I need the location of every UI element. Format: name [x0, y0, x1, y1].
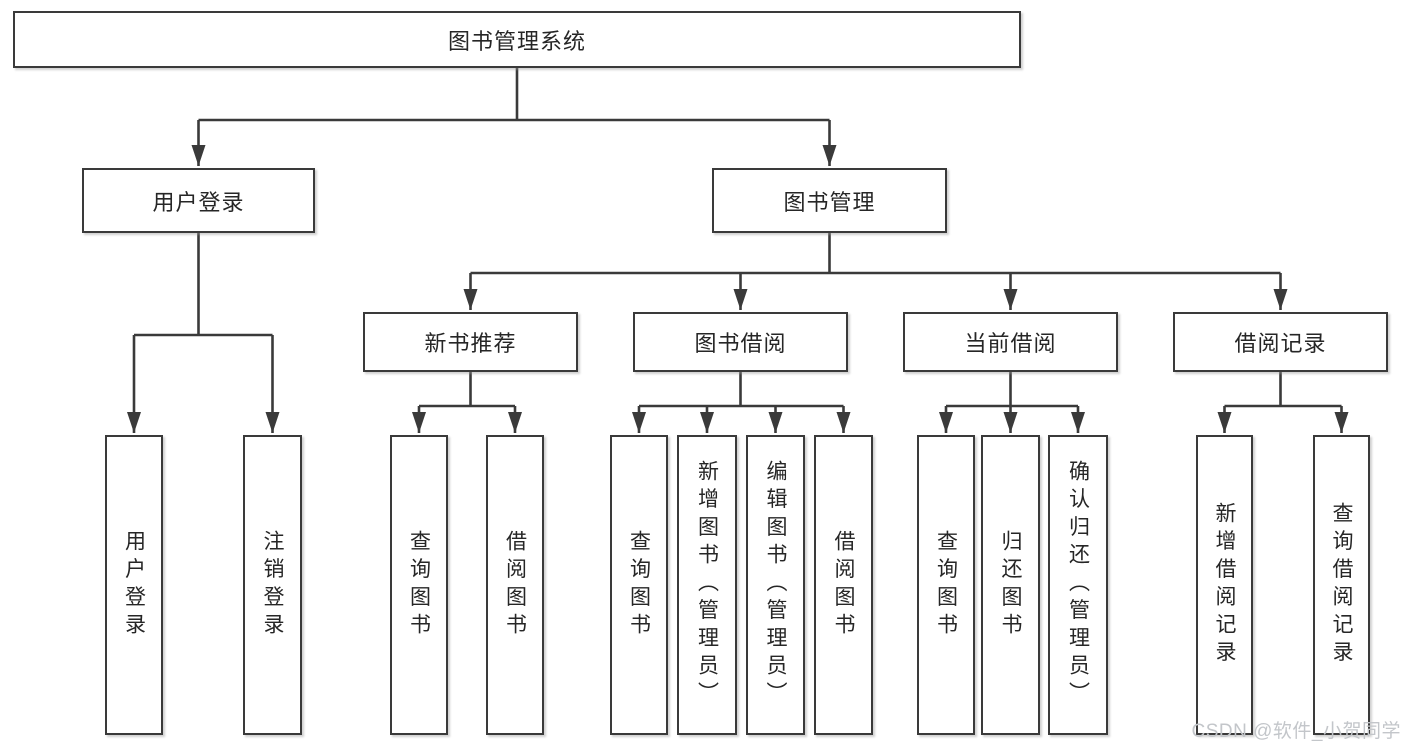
leaf-newbook-borrow-books-label: 借阅图书 — [503, 529, 527, 641]
leaf-newbook-query-books: 查询图书 — [390, 435, 448, 735]
leaf-add-borrow-record-label: 新增借阅记录 — [1213, 501, 1236, 669]
leaf-add-books-admin: 新增图书（管理员） — [677, 435, 737, 735]
leaf-edit-books-admin-label: 编辑图书（管理员） — [764, 460, 787, 710]
node-book-borrow-label: 图书借阅 — [694, 331, 787, 356]
leaf-confirm-return-admin: 确认归还（管理员） — [1048, 435, 1108, 735]
edge-root-to-level2 — [191, 68, 837, 166]
leaf-user-login: 用户登录 — [105, 435, 163, 735]
edge-book-management-to-level3 — [463, 233, 1288, 310]
leaf-query-borrow-record: 查询借阅记录 — [1313, 435, 1370, 735]
edge-book-borrow-to-leaves — [632, 372, 851, 433]
edge-current-borrow-to-leaves — [939, 372, 1085, 433]
leaf-add-books-admin-label: 新增图书（管理员） — [695, 460, 719, 710]
node-user-login-label: 用户登录 — [152, 189, 245, 215]
node-current-borrow: 当前借阅 — [903, 312, 1118, 372]
leaf-current-query-books: 查询图书 — [917, 435, 975, 735]
leaf-confirm-return-admin-label: 确认归还（管理员） — [1066, 460, 1090, 710]
leaf-return-books: 归还图书 — [981, 435, 1040, 735]
node-new-book-recommend: 新书推荐 — [363, 312, 578, 372]
edge-borrow-record-to-leaves — [1217, 372, 1349, 433]
leaf-borrow-books: 借阅图书 — [814, 435, 873, 735]
leaf-borrow-query-books-label: 查询图书 — [627, 529, 651, 641]
node-root-system: 图书管理系统 — [13, 11, 1021, 68]
leaf-add-borrow-record: 新增借阅记录 — [1196, 435, 1253, 735]
csdn-watermark: CSDN @软件_小贺同学 — [1191, 721, 1401, 742]
leaf-user-login-label: 用户登录 — [122, 529, 146, 641]
node-new-book-recommend-label: 新书推荐 — [424, 331, 517, 356]
node-current-borrow-label: 当前借阅 — [964, 331, 1057, 356]
node-book-management-label: 图书管理 — [783, 189, 876, 215]
leaf-logout: 注销登录 — [243, 435, 302, 735]
leaf-newbook-query-books-label: 查询图书 — [407, 529, 431, 641]
leaf-logout-label: 注销登录 — [261, 529, 284, 641]
leaf-edit-books-admin: 编辑图书（管理员） — [746, 435, 805, 735]
leaf-borrow-books-label: 借阅图书 — [832, 529, 855, 641]
node-book-management: 图书管理 — [712, 168, 947, 233]
node-book-borrow: 图书借阅 — [633, 312, 848, 372]
node-user-login: 用户登录 — [82, 168, 315, 233]
node-borrow-record-label: 借阅记录 — [1234, 331, 1327, 356]
leaf-query-borrow-record-label: 查询借阅记录 — [1330, 501, 1353, 669]
node-root-system-label: 图书管理系统 — [447, 28, 586, 54]
edge-new-book-to-leaves — [412, 372, 522, 433]
leaf-newbook-borrow-books: 借阅图书 — [486, 435, 544, 735]
edge-user-login-to-leaves — [127, 233, 280, 433]
leaf-current-query-books-label: 查询图书 — [934, 529, 958, 641]
node-borrow-record: 借阅记录 — [1173, 312, 1388, 372]
leaf-return-books-label: 归还图书 — [999, 529, 1022, 641]
leaf-borrow-query-books: 查询图书 — [610, 435, 668, 735]
